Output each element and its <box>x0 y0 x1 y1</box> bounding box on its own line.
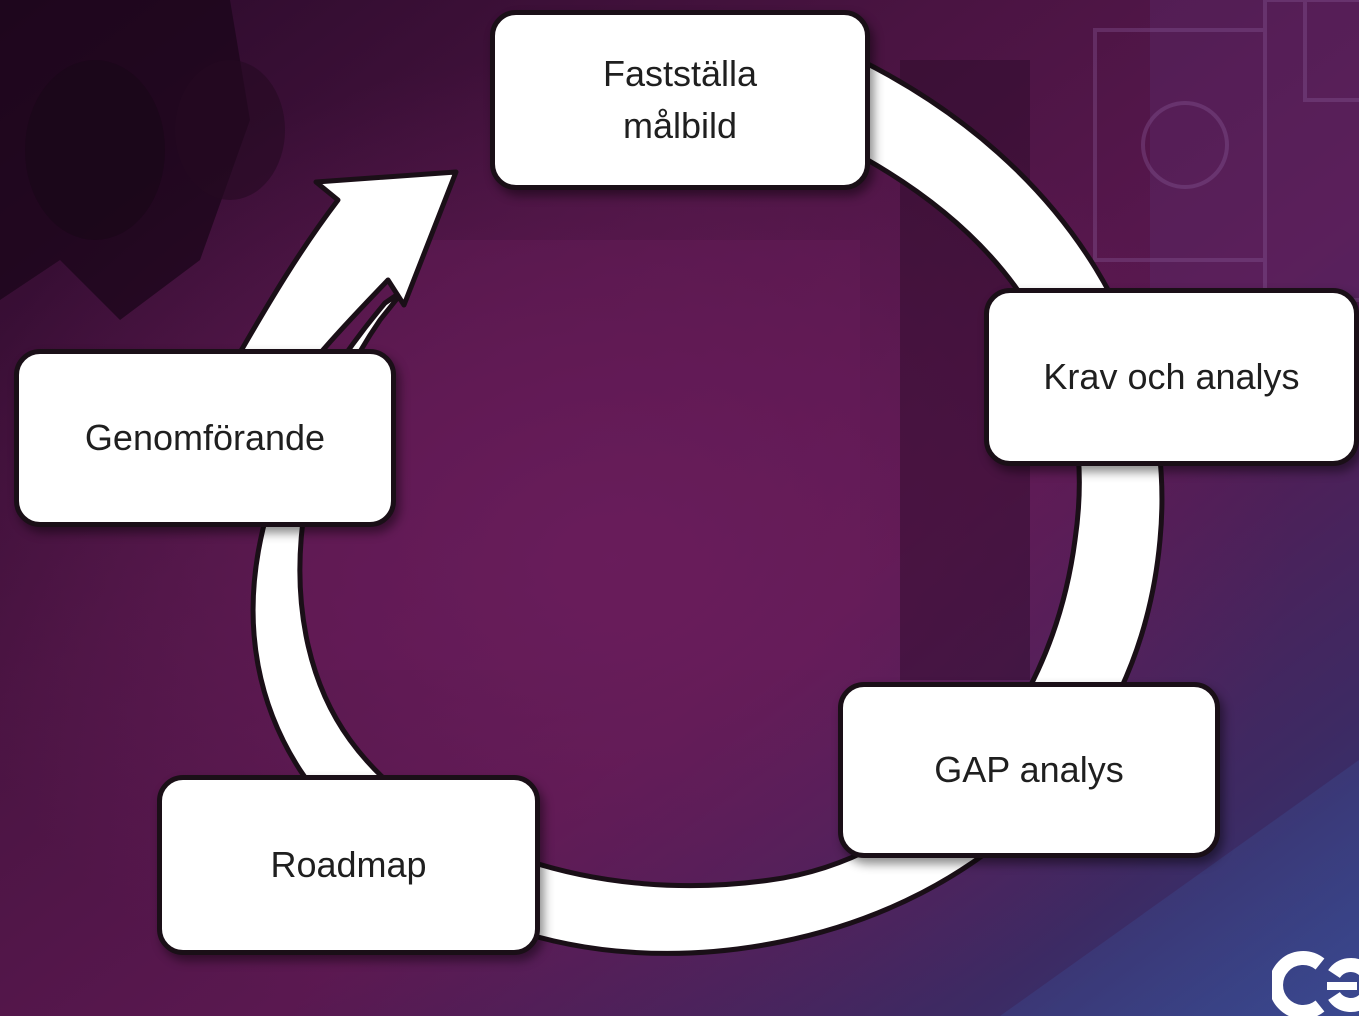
step-label: Krav och analys <box>1043 355 1300 397</box>
step-box-gap-analys: GAP analys <box>838 682 1220 858</box>
step-box-roadmap: Roadmap <box>157 775 540 955</box>
step-box-krav-och-analys: Krav och analys <box>984 288 1359 466</box>
co-logo-icon <box>1272 944 1359 1016</box>
step-box-genomforande: Genomförande <box>14 349 396 527</box>
step-label: GAP analys <box>934 748 1124 790</box>
step-label: Genomförande <box>84 416 326 458</box>
step-label: Fastställa målbild <box>602 52 758 146</box>
step-box-faststalla-malbild: Fastställa målbild <box>490 10 870 190</box>
step-label: Roadmap <box>270 843 427 885</box>
